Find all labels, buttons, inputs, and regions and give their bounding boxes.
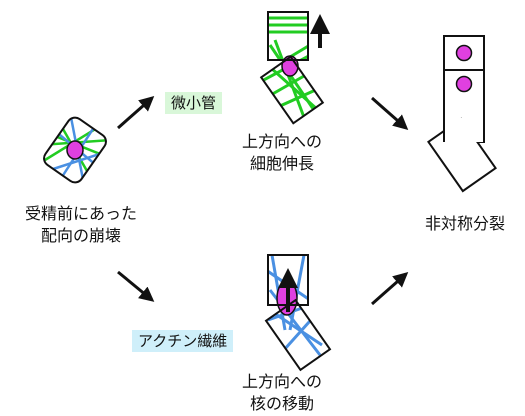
elongation-caption-line2: 細胞伸長 [249,154,314,173]
nucleus-caption-line2: 核の移動 [249,394,314,413]
arrow-nucleus-move-to-division [371,272,409,306]
elongation-caption-line1: 上方向への [241,132,322,151]
arrow-to-nucleus-move [117,270,155,302]
initial-caption-line1: 受精前にあった [24,204,137,223]
arrow-to-elongation [117,96,155,130]
arrow-elongation-to-division [371,96,409,130]
elongating-cell [259,11,330,125]
actin-label: アクチン繊維 [132,330,234,352]
nucleus [66,140,84,160]
division-caption: 非対称分裂 [424,214,505,233]
initial-caption-line2: 配向の崩壊 [40,226,121,245]
nucleus-moving-cell [264,254,332,372]
nucleus [455,44,473,62]
nucleus [455,75,473,93]
dividing-cell [427,35,497,193]
nucleus-caption-line1: 上方向への [241,372,322,391]
initial-cell [40,114,110,186]
microtubule-label: 微小管 [165,92,223,114]
